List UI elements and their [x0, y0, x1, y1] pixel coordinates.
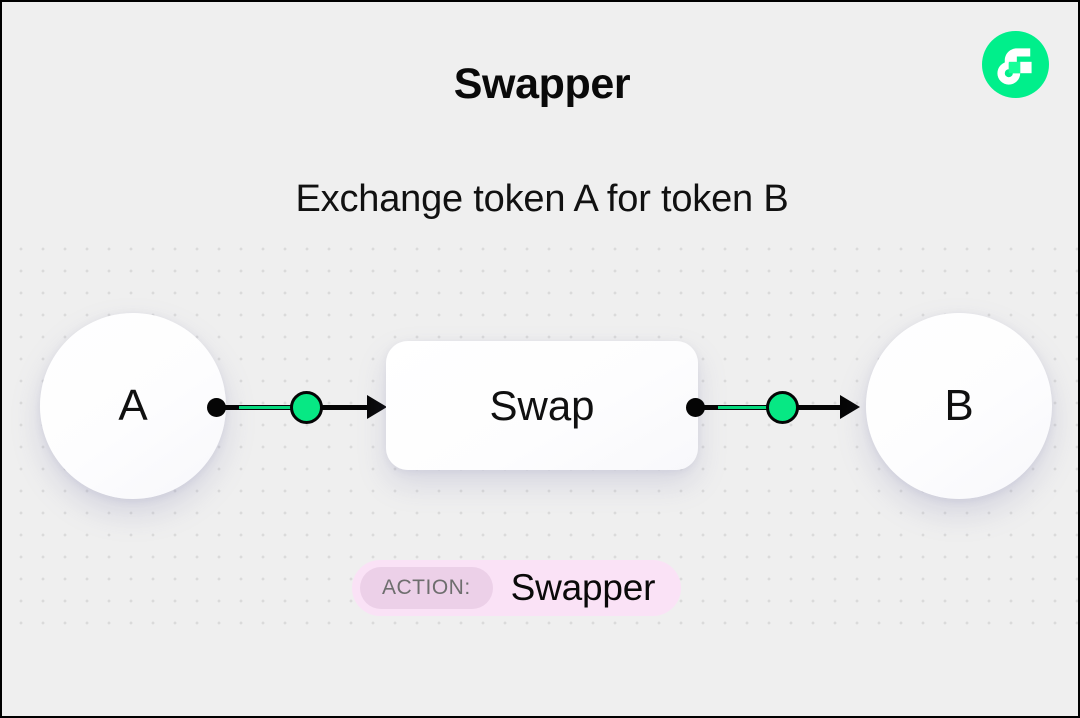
node-token-b[interactable]: B	[866, 313, 1052, 499]
page-subtitle: Exchange token A for token B	[295, 178, 789, 220]
action-badge-tag: ACTION:	[360, 567, 493, 609]
page-title: Swapper	[453, 60, 631, 108]
connector-token-marker	[766, 391, 799, 424]
connector-arrowhead	[367, 395, 387, 419]
connector-source-dot	[686, 398, 705, 417]
node-token-a[interactable]: A	[40, 313, 226, 499]
connector-a-to-swap	[207, 385, 397, 429]
flow-logo-icon	[982, 31, 1049, 98]
connector-source-dot	[207, 398, 226, 417]
action-badge: ACTION: Swapper	[352, 560, 682, 616]
node-swap-label: Swap	[489, 381, 595, 429]
connector-arrowhead	[840, 395, 860, 419]
node-swap[interactable]: Swap	[386, 341, 698, 470]
connector-swap-to-b	[686, 385, 866, 429]
action-badge-value: Swapper	[510, 567, 656, 608]
node-token-b-label: B	[944, 381, 974, 430]
connector-token-marker	[290, 391, 323, 424]
connector-line-accent	[239, 406, 299, 409]
node-token-a-label: A	[118, 381, 148, 430]
connector-line-accent	[718, 406, 776, 409]
